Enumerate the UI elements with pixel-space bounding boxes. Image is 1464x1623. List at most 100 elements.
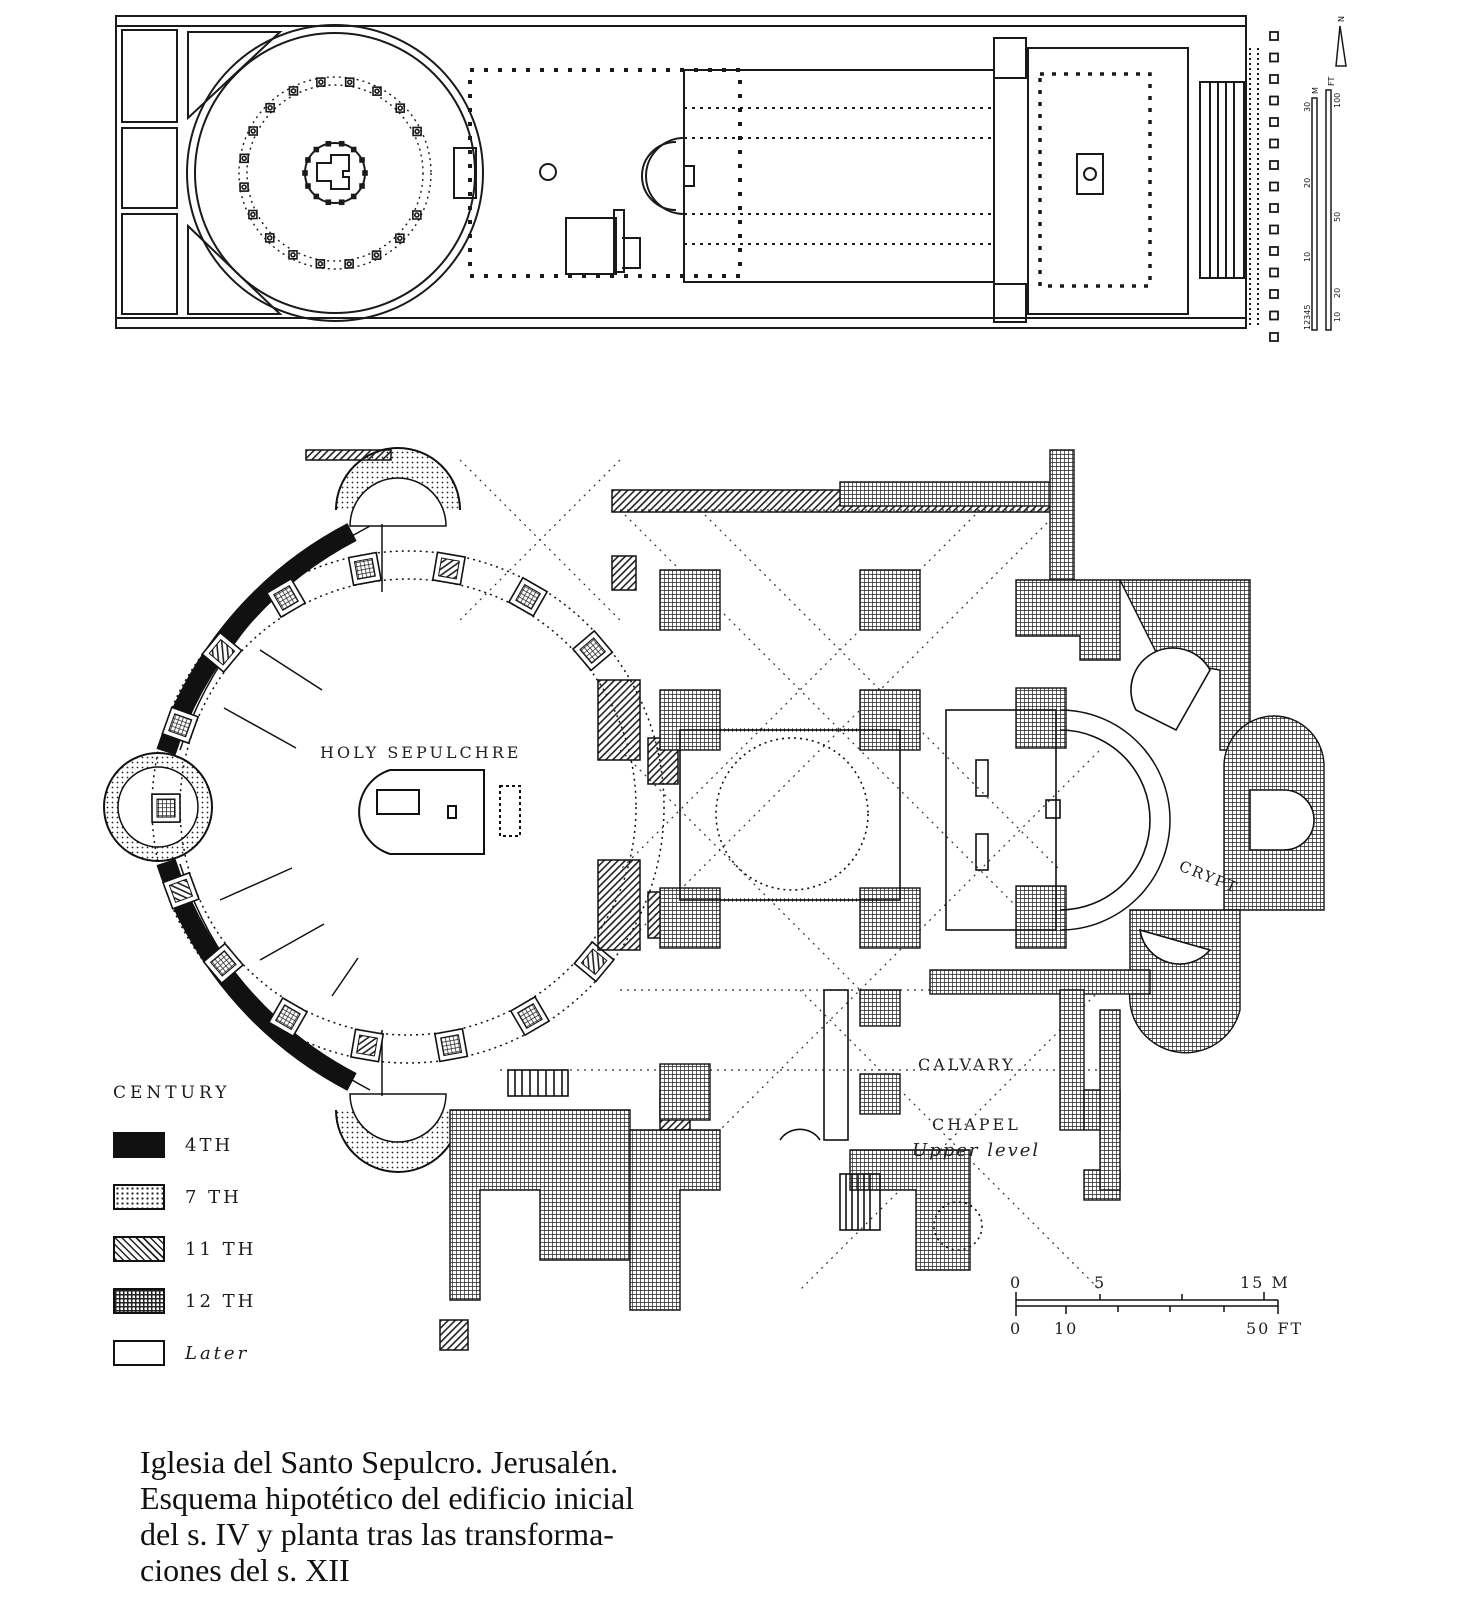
- north-arrow: [1335, 25, 1347, 67]
- column-icon: [313, 193, 320, 200]
- column-icon: [344, 77, 355, 87]
- column-icon: [248, 209, 258, 220]
- top-scale-bar: [1311, 25, 1347, 331]
- column-icon: [372, 86, 382, 96]
- atrium-well: [539, 163, 557, 181]
- pier-icon: [265, 577, 307, 619]
- ambulatory: [1059, 709, 1171, 931]
- scale-ft-tick: 20: [1333, 288, 1342, 298]
- crossing-dome: [715, 737, 869, 891]
- column-icon: [359, 183, 365, 189]
- basilica-apse: [645, 137, 685, 215]
- chapel-north: [1130, 647, 1211, 732]
- pier-icon: [347, 551, 383, 587]
- column-icon: [371, 250, 382, 260]
- figure-caption: Iglesia del Santo Sepulcro. Jerusalén. E…: [140, 1444, 780, 1588]
- column-icon: [325, 199, 332, 206]
- legend-label: 4TH: [185, 1134, 234, 1156]
- rotunda-piers: [151, 551, 615, 1063]
- legend-item-12th: 12 TH: [113, 1275, 333, 1327]
- column-icon: [325, 140, 332, 147]
- column-icon: [316, 77, 326, 87]
- stairs: [839, 1173, 881, 1231]
- column-icon: [248, 126, 258, 136]
- solid-black-swatch-icon: [113, 1132, 165, 1158]
- column-icon: [239, 182, 249, 192]
- entrance-steps: [1199, 81, 1245, 279]
- column-icon: [1269, 95, 1279, 106]
- catholicon-crossing: [679, 729, 901, 901]
- column-icon: [1269, 117, 1279, 127]
- pier-icon: [202, 942, 245, 985]
- label-chapel: CHAPEL: [932, 1115, 1021, 1134]
- dotted-swatch-icon: [113, 1184, 165, 1210]
- pier-icon: [161, 871, 200, 910]
- scale-imperial-mid: 10: [1054, 1319, 1078, 1338]
- column-icon: [1269, 224, 1279, 235]
- column-icon: [1269, 310, 1279, 321]
- pier-icon: [431, 551, 467, 586]
- label-upper-level: Upper level: [912, 1140, 1040, 1161]
- cardo-colonnade: [1269, 31, 1279, 342]
- scale-m-tick: 30: [1303, 102, 1312, 112]
- caption-line: Iglesia del Santo Sepulcro. Jerusalén.: [140, 1444, 619, 1480]
- column-icon: [338, 199, 345, 206]
- pier-icon: [509, 995, 551, 1037]
- legend-label: 12 TH: [185, 1290, 257, 1312]
- column-icon: [288, 250, 298, 260]
- legend-title: CENTURY: [113, 1083, 231, 1103]
- scale-m-tick: 20: [1303, 178, 1312, 188]
- column-icon: [1269, 332, 1279, 342]
- column-icon: [264, 233, 275, 243]
- choir: [945, 709, 1057, 931]
- column-icon: [359, 157, 365, 163]
- scale-imperial-end: 50 FT: [1246, 1319, 1303, 1338]
- column-icon: [305, 183, 311, 189]
- pier-icon: [349, 1028, 385, 1063]
- legend-label: Later: [185, 1342, 250, 1364]
- century-legend: CENTURY 4TH 7 TH 11 TH 12 TH Later: [113, 1083, 333, 1379]
- column-icon: [239, 153, 249, 164]
- column-icon: [1269, 246, 1279, 256]
- scale-m-tick: 10: [1303, 252, 1312, 262]
- pier-icon: [201, 631, 243, 674]
- scale-ft-tick: 10: [1333, 312, 1342, 322]
- column-icon: [288, 86, 299, 96]
- legend-label: 7 TH: [185, 1186, 242, 1208]
- scale-m-unit: M: [1311, 87, 1320, 94]
- column-icon: [412, 210, 422, 220]
- scale-metric-end: 15 M: [1240, 1273, 1290, 1292]
- main-plan-12th-century: HOLY SEPULCHRE CALVARY CHAPEL Upper leve…: [103, 447, 1325, 1351]
- label-holy-sepulchre: HOLY SEPULCHRE: [320, 743, 521, 762]
- legend-item-7th: 7 TH: [113, 1171, 333, 1223]
- column-icon: [313, 146, 320, 153]
- aedicule-tomb: [358, 769, 521, 855]
- column-icon: [1269, 267, 1279, 278]
- column-icon: [265, 102, 275, 113]
- pier-icon: [571, 629, 614, 672]
- column-icon: [350, 146, 357, 153]
- top-plan-4th-century: M FT 30 20 10 12345 100 50 20 10 N: [115, 15, 1347, 342]
- column-icon: [350, 193, 357, 200]
- label-calvary: CALVARY: [918, 1055, 1016, 1074]
- north-label: N: [1337, 16, 1346, 22]
- caption-line: Esquema hipotético del edificio inicial: [140, 1480, 635, 1516]
- legend-item-11th: 11 TH: [113, 1223, 333, 1275]
- caption-line: ciones del s. XII: [140, 1552, 350, 1588]
- martyrium-basilica: [683, 69, 995, 283]
- column-icon: [395, 103, 406, 113]
- scale-m-tick: 12345: [1303, 305, 1312, 330]
- triportico: [468, 68, 742, 278]
- pier-icon: [151, 793, 181, 823]
- pier-icon: [267, 996, 309, 1038]
- cross-hatched-swatch-icon: [113, 1288, 165, 1314]
- column-icon: [395, 233, 405, 244]
- anastasis-rotunda: [194, 32, 476, 314]
- scale-ft-tick: 100: [1333, 93, 1342, 108]
- scale-imperial-start: 0: [1010, 1319, 1022, 1338]
- column-icon: [338, 140, 345, 147]
- legend-item-later: Later: [113, 1327, 333, 1379]
- left-cell: [121, 127, 178, 209]
- column-icon: [412, 126, 422, 137]
- column-icon: [1269, 138, 1279, 149]
